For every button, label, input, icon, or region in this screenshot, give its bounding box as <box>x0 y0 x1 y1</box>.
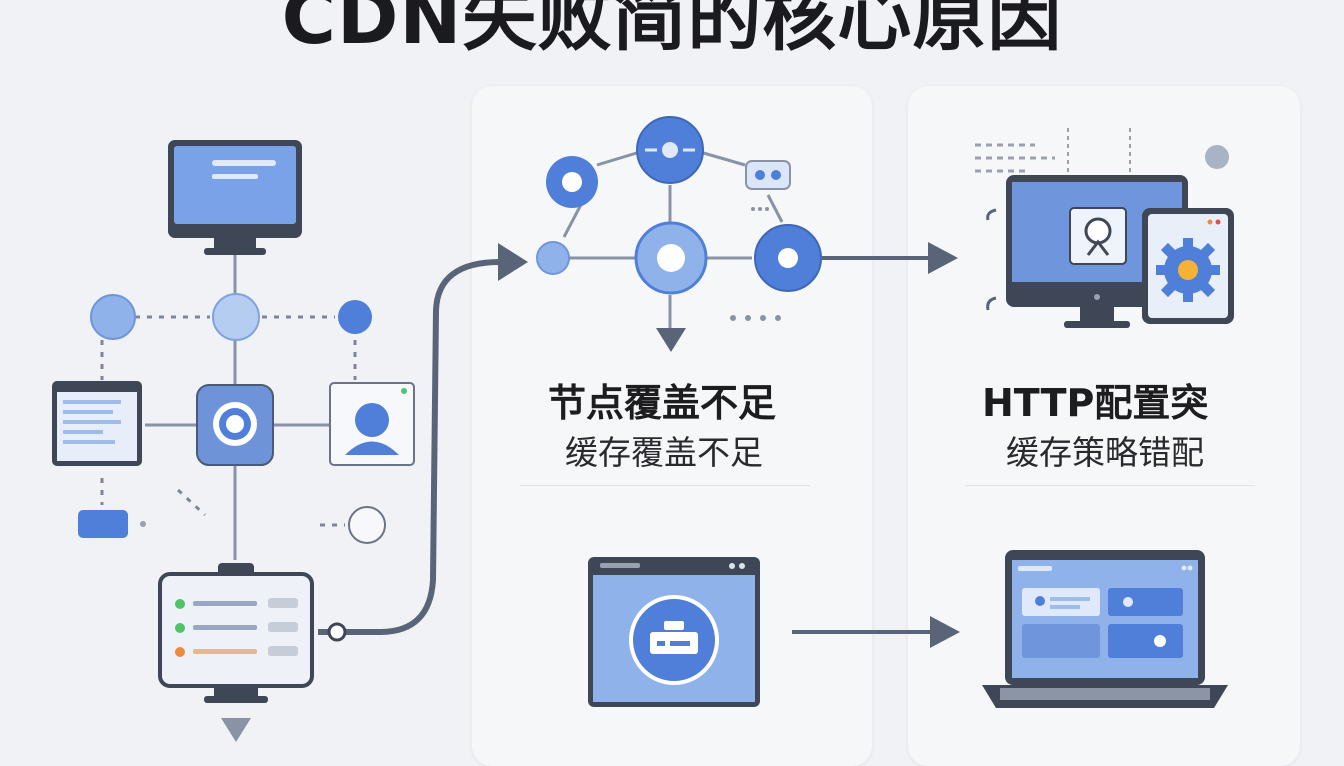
hub-node-icon <box>196 384 274 466</box>
panel-subheading: 缓存策略错配 <box>1006 433 1204 472</box>
gear-icon <box>1156 238 1220 302</box>
divider <box>520 485 810 486</box>
network-node-icon <box>338 300 372 334</box>
arrow-down-icon <box>656 328 686 352</box>
ellipsis-icon <box>730 315 781 321</box>
decor-bracket <box>986 208 997 221</box>
desktop-monitor-icon <box>168 140 302 255</box>
document-window-icon <box>52 381 142 466</box>
arrow-right-icon <box>930 616 960 648</box>
left-dashed-links <box>100 315 357 527</box>
divider <box>965 485 1255 486</box>
network-node-icon <box>212 293 260 341</box>
network-node-icon <box>754 224 822 292</box>
page-title: CDN失败简的核心原因 <box>281 0 1063 61</box>
network-node-icon <box>636 116 704 184</box>
network-node-icon <box>634 221 708 295</box>
decor-dot <box>1205 145 1229 169</box>
panel-heading: HTTP配置突 <box>982 381 1209 425</box>
dots-icon <box>751 207 769 211</box>
decor-lines <box>975 143 1055 173</box>
panel-subheading: 缓存覆盖不足 <box>565 433 763 472</box>
connector-arrow <box>318 259 501 635</box>
network-node-icon <box>348 506 386 544</box>
decor-bracket <box>986 296 997 311</box>
arrow-down-icon <box>221 718 251 742</box>
dot-icon <box>140 521 146 527</box>
user-profile-icon <box>329 382 415 466</box>
panel-heading: 节点覆盖不足 <box>548 381 777 425</box>
network-node-icon <box>536 241 570 275</box>
mid-network-links <box>562 150 784 330</box>
network-node-icon <box>90 294 136 340</box>
server-dashboard-icon <box>158 563 314 703</box>
diagram-canvas <box>52 116 1234 742</box>
tag-icon <box>78 510 128 538</box>
laptop-icon <box>982 550 1228 708</box>
network-node-icon <box>562 172 582 192</box>
connector-dot <box>327 622 347 642</box>
arrow-right-icon <box>498 243 528 281</box>
arrow-right-icon <box>928 242 958 274</box>
browser-window-icon <box>588 557 760 707</box>
link-icon <box>745 160 791 190</box>
